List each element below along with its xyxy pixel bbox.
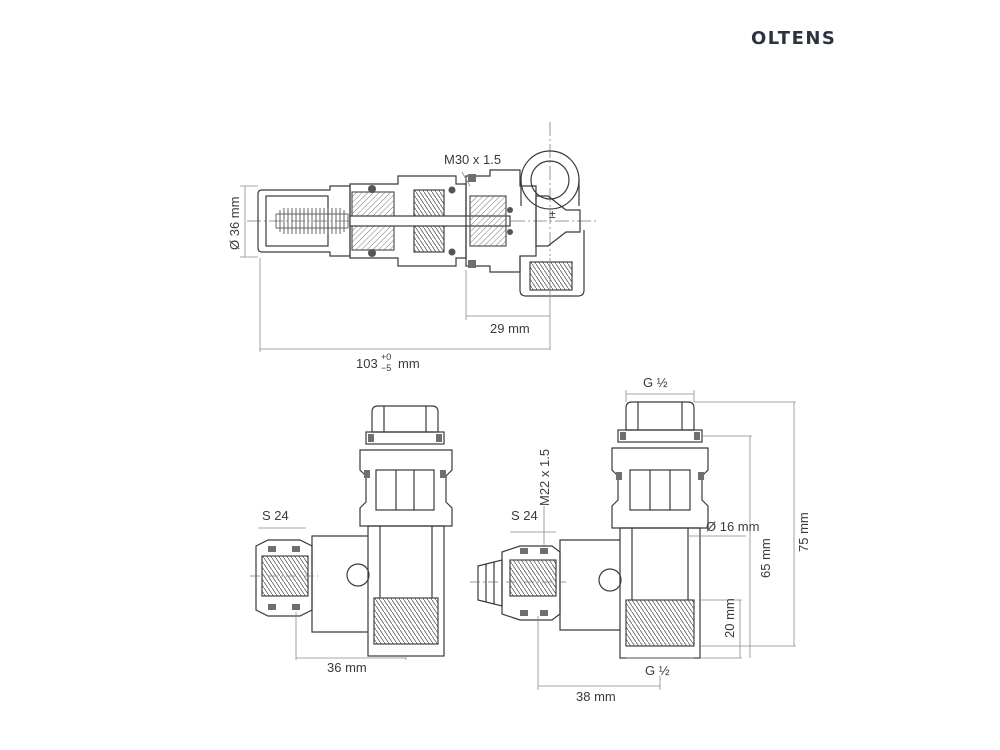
- spring: [275, 208, 349, 234]
- side-branch: [559, 539, 620, 631]
- brand-logo: OLTENS: [751, 28, 837, 49]
- diameter-36-label: Ø 36 mm: [227, 197, 242, 250]
- top-view-section: ±: [247, 122, 598, 297]
- svg-text:±: ±: [549, 207, 556, 221]
- top-cap: [625, 401, 695, 431]
- right-view-dimensions: [510, 390, 796, 690]
- side-branch: [311, 535, 368, 633]
- length-103-value: 103: [356, 356, 378, 371]
- height-20-label: 20 mm: [722, 598, 737, 638]
- length-tol-minus: −5: [381, 363, 391, 373]
- height-65-label: 65 mm: [758, 538, 773, 578]
- top-g-half-label: G ½: [643, 375, 668, 390]
- union-nut: [359, 449, 453, 527]
- left-view-dimensions: [258, 527, 407, 660]
- top-cap: [371, 405, 439, 433]
- pipe-diameter-16-label: Ø 16 mm: [706, 519, 759, 534]
- left-wrench-label: S 24: [262, 508, 289, 523]
- thread-m22-label: M22 x 1.5: [537, 449, 552, 506]
- top-view-dimensions: [240, 171, 551, 352]
- right-wrench-label: S 24: [511, 508, 538, 523]
- bottom-g-half-label: G ½: [645, 663, 670, 678]
- length-unit: mm: [398, 356, 420, 371]
- length-tol-plus: +0: [381, 352, 391, 362]
- offset-38-label: 38 mm: [576, 689, 616, 704]
- depth-29-label: 29 mm: [490, 321, 530, 336]
- handle-cap: [257, 185, 351, 257]
- thread-m30-label: M30 x 1.5: [444, 152, 501, 167]
- side-nut: [255, 539, 313, 617]
- union-nut: [611, 447, 709, 529]
- left-side-view: [250, 405, 453, 657]
- olive-nipple: [477, 559, 503, 607]
- right-side-view: [470, 401, 709, 659]
- valve-body: [465, 169, 537, 273]
- side-adapter: [501, 545, 561, 621]
- height-75-label: 75 mm: [796, 512, 811, 552]
- left-offset-36-label: 36 mm: [327, 660, 367, 675]
- outlet-elbow: [535, 195, 581, 247]
